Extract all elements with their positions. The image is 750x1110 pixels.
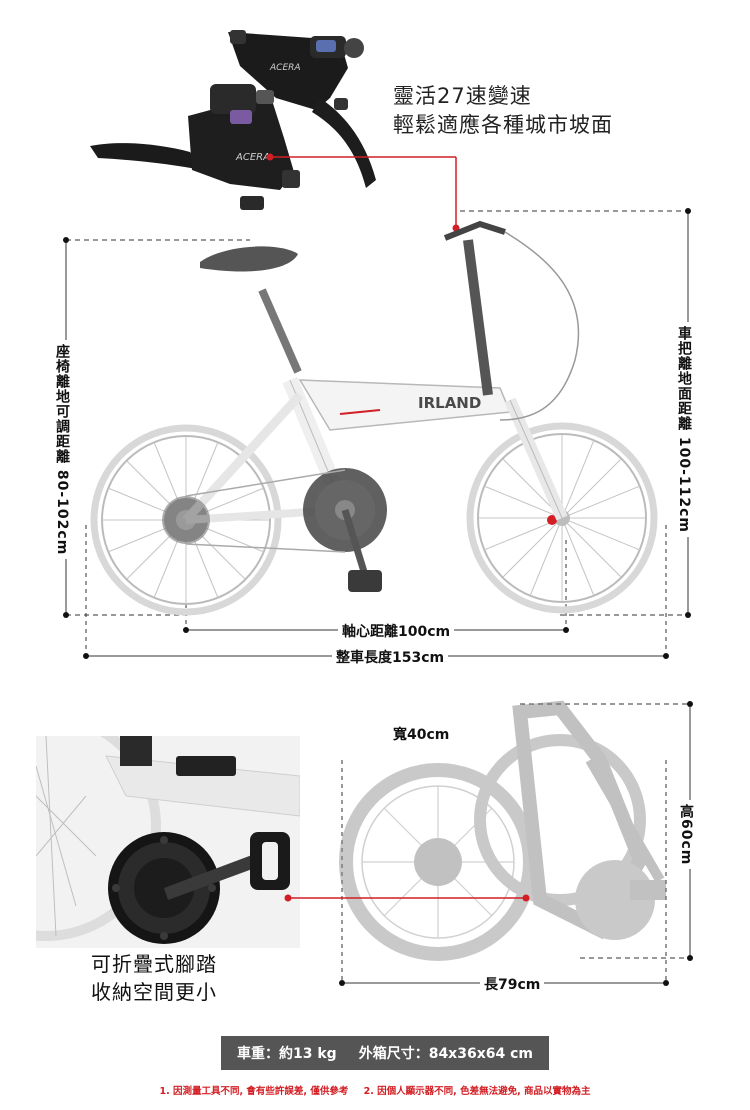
- pedal-photo: [36, 736, 300, 948]
- wheelbase-label: 軸心距離100cm: [338, 621, 455, 641]
- folded-length-label: 長79cm: [480, 974, 545, 994]
- folded-width-label: 寬40cm: [389, 724, 454, 744]
- seat-height-label: 座椅離地可調距離 80-102cm: [52, 340, 72, 560]
- shifter-callout-line2: 輕鬆適應各種城市坡面: [393, 113, 613, 137]
- shifter-illustration: ACERA ACERA: [90, 30, 376, 210]
- pedal-callout-line2: 收納空間更小: [91, 980, 217, 1004]
- rear-shifter: ACERA: [228, 30, 376, 188]
- svg-text:ACERA: ACERA: [235, 152, 270, 163]
- shifter-callout: 靈活27速變速 輕鬆適應各種城市坡面: [393, 82, 613, 140]
- frame-brand-text: IRLAND: [418, 394, 481, 412]
- pedal-callout-line1: 可折疊式腳踏: [91, 952, 217, 976]
- folded-height-label: 高60cm: [676, 800, 696, 870]
- total-length-label: 整車長度153cm: [332, 647, 449, 667]
- spec-bar: 車重：約13 kg 外箱尺寸：84x36x64 cm: [221, 1036, 549, 1070]
- front-shifter: ACERA: [90, 84, 300, 210]
- bike-frame: IRLAND: [182, 220, 580, 524]
- box-size-spec: 外箱尺寸：84x36x64 cm: [358, 1046, 533, 1062]
- drivetrain: [162, 468, 387, 592]
- shifter-callout-line1: 靈活27速變速: [393, 84, 532, 108]
- note-1: 1. 因測量工具不同, 會有些許誤差, 僅供參考: [159, 1086, 349, 1097]
- handlebar-height-label: 車把離地面距離 100-112cm: [674, 322, 694, 538]
- pedal-callout: 可折疊式腳踏 收納空間更小: [44, 950, 264, 1006]
- svg-text:ACERA: ACERA: [269, 63, 301, 73]
- bike-diagram: IRLAND: [63, 208, 691, 659]
- note-2: 2. 因個人顯示器不同, 色差無法避免, 商品以實物為主: [363, 1086, 591, 1097]
- dimension-markers: [63, 208, 691, 659]
- weight-spec: 車重：約13 kg: [237, 1046, 337, 1062]
- folded-dimension-markers: [339, 701, 693, 986]
- disclaimer-notes: 1. 因測量工具不同, 會有些許誤差, 僅供參考 2. 因個人顯示器不同, 色差…: [0, 1083, 750, 1097]
